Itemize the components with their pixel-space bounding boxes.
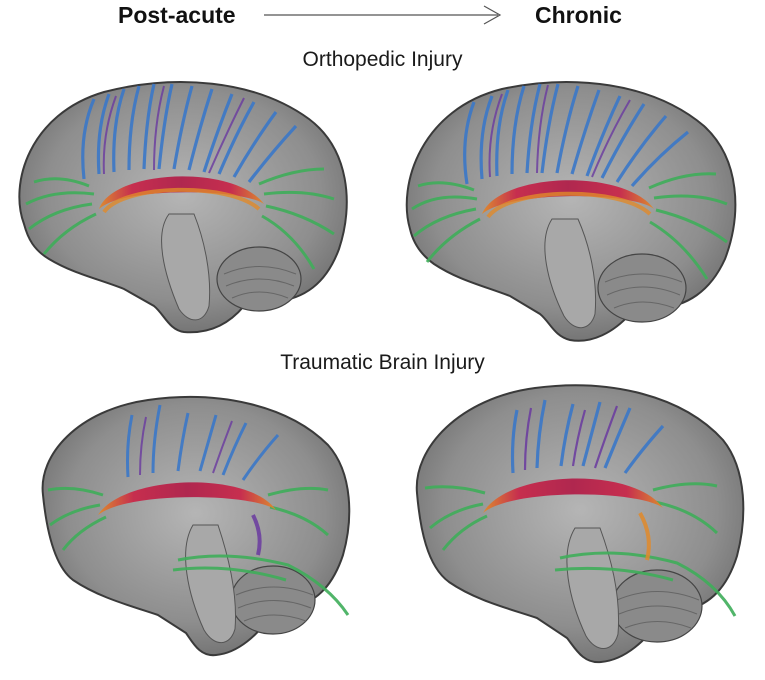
chronic-label: Chronic: [535, 2, 622, 28]
traumatic-brain-injury-title: Traumatic Brain Injury: [280, 351, 485, 374]
orthopedic-injury-title: Orthopedic Injury: [302, 48, 463, 71]
tbi-post-acute-tractography-image: [41, 396, 351, 657]
post-acute-label: Post-acute: [118, 2, 236, 28]
right-arrow-icon: [264, 5, 502, 25]
orthopedic-chronic-tractography-image: [405, 81, 737, 342]
orthopedic-post-acute-tractography-image: [18, 81, 348, 334]
tbi-chronic-tractography-image: [415, 384, 745, 664]
